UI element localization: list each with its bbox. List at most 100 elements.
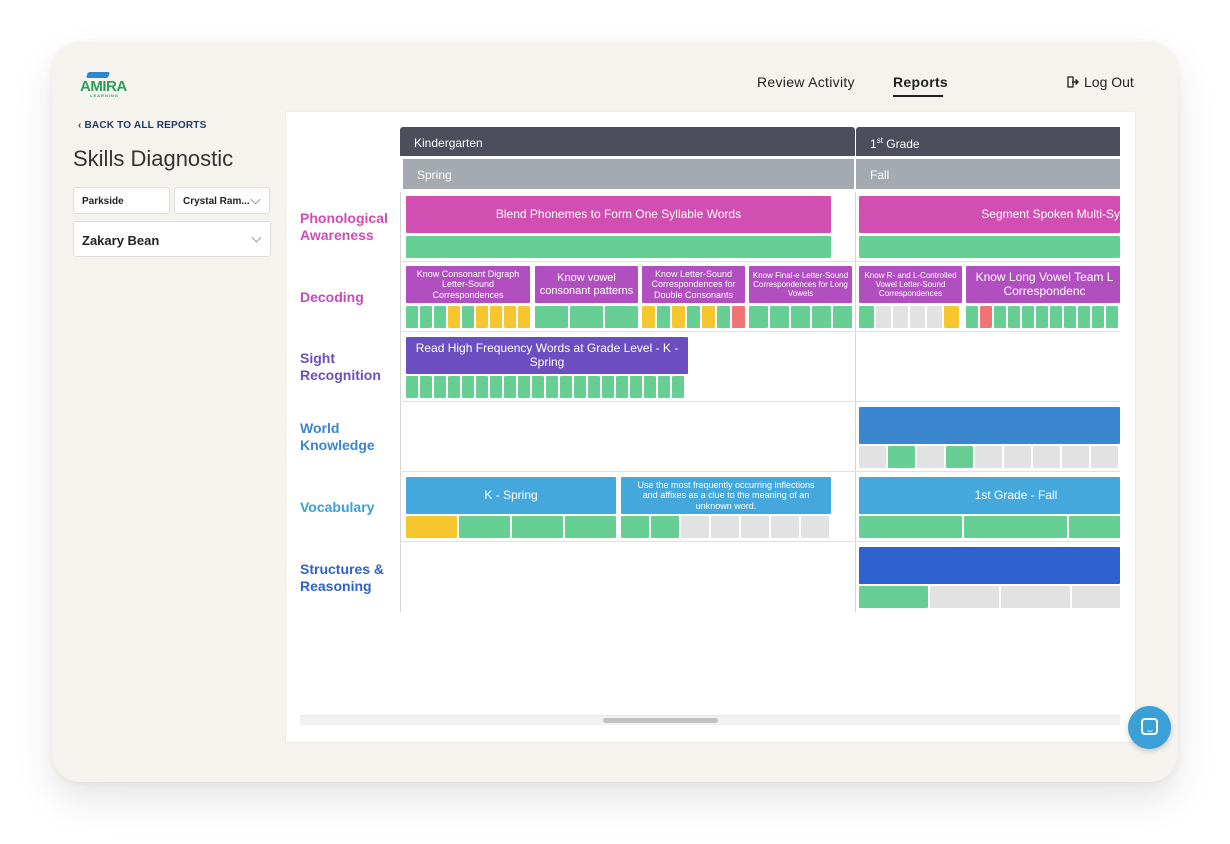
- skill-progress-bar[interactable]: [406, 236, 831, 258]
- progress-cell[interactable]: [621, 516, 649, 538]
- skill-inflections-affixes[interactable]: Use the most frequently occurring inflec…: [621, 477, 831, 514]
- progress-cell[interactable]: [717, 306, 730, 328]
- progress-cell[interactable]: [749, 306, 768, 328]
- progress-cell[interactable]: [1072, 586, 1120, 608]
- progress-cell[interactable]: [658, 376, 670, 398]
- skill-progress-bar[interactable]: [966, 306, 1118, 328]
- progress-cell[interactable]: [462, 376, 474, 398]
- progress-cell[interactable]: [732, 306, 745, 328]
- amira-logo[interactable]: AMIRA LEARNING: [80, 72, 134, 100]
- scrollbar-thumb[interactable]: [603, 718, 718, 723]
- progress-cell[interactable]: [546, 376, 558, 398]
- skill-progress-bar[interactable]: [406, 306, 530, 328]
- progress-cell[interactable]: [644, 376, 656, 398]
- progress-cell[interactable]: [946, 446, 973, 468]
- progress-cell[interactable]: [518, 376, 530, 398]
- progress-cell[interactable]: [801, 516, 829, 538]
- skill-structures-reasoning[interactable]: [859, 547, 1120, 584]
- progress-cell[interactable]: [490, 376, 502, 398]
- progress-cell[interactable]: [964, 516, 1067, 538]
- progress-cell[interactable]: [944, 306, 959, 328]
- progress-cell[interactable]: [462, 306, 474, 328]
- skill-progress-bar[interactable]: [859, 236, 1120, 258]
- progress-cell[interactable]: [448, 306, 460, 328]
- progress-cell[interactable]: [741, 516, 769, 538]
- skill-final-e[interactable]: Know Final-e Letter-Sound Correspondence…: [749, 266, 852, 303]
- skill-progress-bar[interactable]: [749, 306, 852, 328]
- skill-double-consonants[interactable]: Know Letter-Sound Correspondences for Do…: [642, 266, 745, 303]
- progress-cell[interactable]: [1078, 306, 1090, 328]
- progress-cell[interactable]: [859, 236, 1120, 258]
- skill-progress-bar[interactable]: [406, 516, 616, 538]
- progress-cell[interactable]: [630, 376, 642, 398]
- skill-progress-bar[interactable]: [642, 306, 745, 328]
- progress-cell[interactable]: [504, 306, 516, 328]
- progress-cell[interactable]: [927, 306, 942, 328]
- skill-progress-bar[interactable]: [535, 306, 638, 328]
- progress-cell[interactable]: [876, 306, 891, 328]
- chat-support-button[interactable]: [1128, 706, 1171, 749]
- progress-cell[interactable]: [770, 306, 789, 328]
- skill-segment-spoken[interactable]: Segment Spoken Multi-Sy: [859, 196, 1120, 233]
- progress-cell[interactable]: [406, 516, 457, 538]
- progress-cell[interactable]: [512, 516, 563, 538]
- progress-cell[interactable]: [980, 306, 992, 328]
- skill-progress-bar[interactable]: [859, 446, 1118, 468]
- progress-cell[interactable]: [651, 516, 679, 538]
- skill-blend-phonemes[interactable]: Blend Phonemes to Form One Syllable Word…: [406, 196, 831, 233]
- progress-cell[interactable]: [681, 516, 709, 538]
- progress-cell[interactable]: [560, 376, 572, 398]
- skill-long-vowel-team[interactable]: Know Long Vowel Team L Correspondenc: [966, 266, 1120, 303]
- nav-reports[interactable]: Reports: [893, 74, 948, 90]
- progress-cell[interactable]: [975, 446, 1002, 468]
- progress-cell[interactable]: [504, 376, 516, 398]
- progress-cell[interactable]: [448, 376, 460, 398]
- progress-cell[interactable]: [859, 516, 962, 538]
- progress-cell[interactable]: [917, 446, 944, 468]
- skill-world-knowledge[interactable]: [859, 407, 1120, 444]
- progress-cell[interactable]: [570, 306, 603, 328]
- skill-progress-bar[interactable]: [859, 306, 959, 328]
- progress-cell[interactable]: [535, 306, 568, 328]
- progress-cell[interactable]: [476, 376, 488, 398]
- progress-cell[interactable]: [1022, 306, 1034, 328]
- progress-cell[interactable]: [687, 306, 700, 328]
- progress-cell[interactable]: [791, 306, 810, 328]
- progress-cell[interactable]: [574, 376, 586, 398]
- school-select[interactable]: Parkside: [73, 187, 170, 214]
- progress-cell[interactable]: [1064, 306, 1076, 328]
- teacher-select[interactable]: Crystal Ram...: [174, 187, 270, 214]
- progress-cell[interactable]: [1036, 306, 1048, 328]
- progress-cell[interactable]: [490, 306, 502, 328]
- progress-cell[interactable]: [1106, 306, 1118, 328]
- progress-cell[interactable]: [642, 306, 655, 328]
- skill-progress-bar[interactable]: [859, 516, 1120, 538]
- progress-cell[interactable]: [672, 376, 684, 398]
- progress-cell[interactable]: [859, 586, 928, 608]
- progress-cell[interactable]: [1069, 516, 1120, 538]
- progress-cell[interactable]: [406, 236, 831, 258]
- progress-cell[interactable]: [1091, 446, 1118, 468]
- skills-grid[interactable]: Kindergarten 1st Grade Spring Fall Phono…: [286, 112, 1120, 622]
- progress-cell[interactable]: [812, 306, 831, 328]
- back-to-reports-link[interactable]: ‹ BACK TO ALL REPORTS: [78, 120, 206, 131]
- nav-review-activity[interactable]: Review Activity: [757, 74, 855, 90]
- progress-cell[interactable]: [406, 306, 418, 328]
- progress-cell[interactable]: [702, 306, 715, 328]
- skill-vocab-1st-grade-fall[interactable]: 1st Grade - Fall: [859, 477, 1120, 514]
- progress-cell[interactable]: [420, 306, 432, 328]
- progress-cell[interactable]: [657, 306, 670, 328]
- progress-cell[interactable]: [966, 306, 978, 328]
- progress-cell[interactable]: [1004, 446, 1031, 468]
- progress-cell[interactable]: [420, 376, 432, 398]
- skill-progress-bar[interactable]: [406, 376, 684, 398]
- progress-cell[interactable]: [532, 376, 544, 398]
- progress-cell[interactable]: [859, 446, 886, 468]
- progress-cell[interactable]: [406, 376, 418, 398]
- progress-cell[interactable]: [588, 376, 600, 398]
- progress-cell[interactable]: [459, 516, 510, 538]
- progress-cell[interactable]: [859, 306, 874, 328]
- progress-cell[interactable]: [434, 306, 446, 328]
- progress-cell[interactable]: [888, 446, 915, 468]
- progress-cell[interactable]: [616, 376, 628, 398]
